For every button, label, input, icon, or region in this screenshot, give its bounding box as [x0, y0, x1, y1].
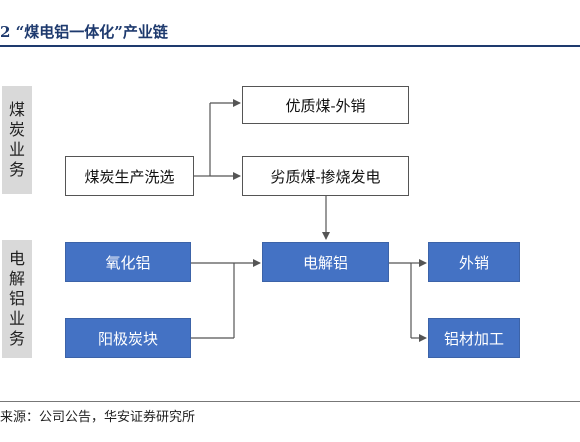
- alumina-node: 氧化铝: [65, 242, 191, 282]
- aluminum-business-label: 电 解 铝 业 务: [2, 240, 32, 358]
- coal-label-char: 炭: [8, 120, 25, 139]
- export-node: 外销: [428, 242, 520, 282]
- aluminum-label-char: 务: [8, 329, 25, 348]
- electrolytic-aluminum-node: 电解铝: [262, 242, 389, 282]
- coal-washing-node: 煤炭生产洗选: [65, 156, 194, 196]
- coal-label-char: 业: [8, 140, 25, 159]
- coal-label-char: 煤: [8, 100, 25, 119]
- quality-coal-node: 优质煤-外销: [242, 86, 409, 124]
- aluminum-processing-node: 铝材加工: [428, 318, 520, 358]
- aluminum-label-char: 解: [8, 269, 25, 288]
- anode-carbon-node: 阳极炭块: [65, 318, 191, 358]
- aluminum-label-char: 铝: [8, 289, 25, 308]
- title-divider: [0, 45, 580, 47]
- source-divider: [0, 401, 580, 402]
- source-note: 来源：公司公告，华安证券研究所: [0, 410, 196, 425]
- aluminum-label-char: 电: [8, 249, 25, 268]
- coal-business-label: 煤 炭 业 务: [2, 86, 32, 194]
- coal-label-char: 务: [8, 160, 25, 179]
- inferior-coal-node: 劣质煤-掺烧发电: [242, 156, 409, 196]
- aluminum-label-char: 业: [8, 309, 25, 328]
- figure-title: 2 “煤电铝一体化”产业链: [0, 23, 168, 41]
